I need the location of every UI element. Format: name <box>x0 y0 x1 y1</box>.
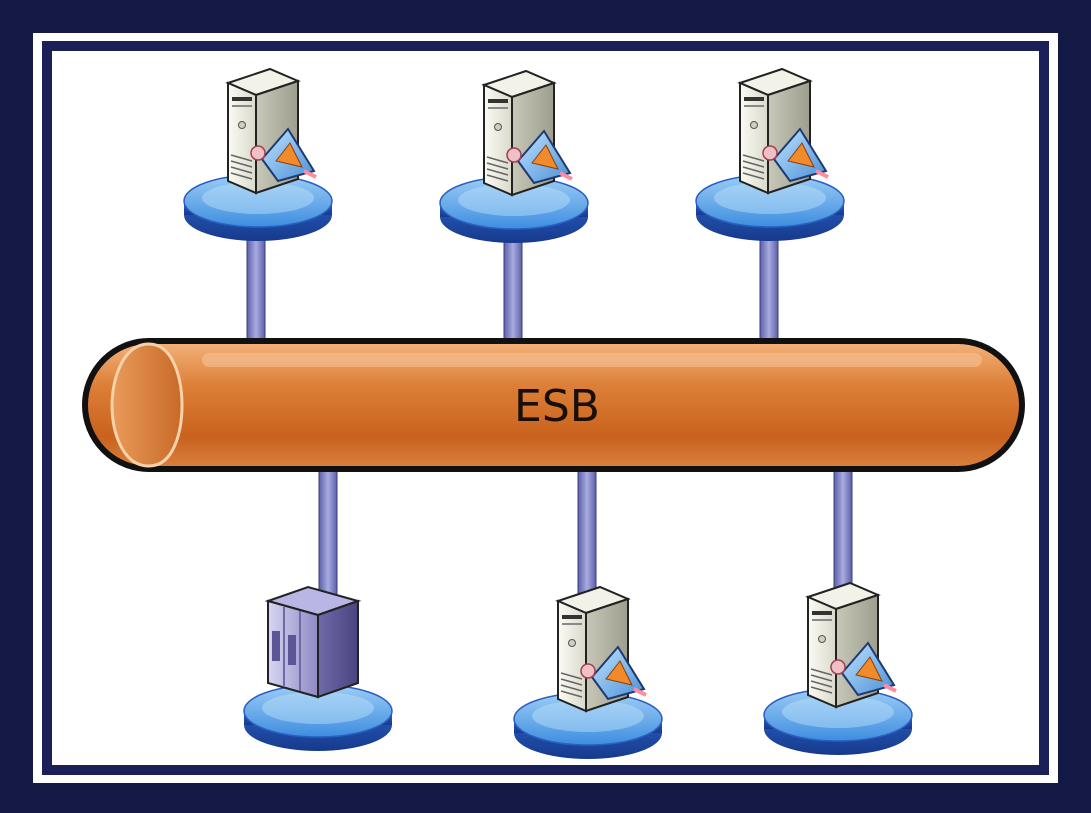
mainframe-icon <box>267 586 359 698</box>
bus-end-cap <box>110 342 184 468</box>
server-with-adapter-icon <box>482 69 574 197</box>
server-with-adapter-icon <box>738 67 830 195</box>
node-top-3 <box>695 67 845 242</box>
esb-diagram: ESB <box>82 67 1025 760</box>
diagram-canvas: ESB <box>52 51 1039 765</box>
node-top-2 <box>439 69 589 244</box>
server-with-adapter-icon <box>226 67 318 195</box>
node-bottom-1 <box>243 586 393 752</box>
server-with-adapter-icon <box>806 581 898 709</box>
node-bottom-2 <box>513 585 663 760</box>
bus-label: ESB <box>514 381 600 432</box>
server-with-adapter-icon <box>556 585 648 713</box>
node-bottom-3 <box>763 581 913 756</box>
node-top-1 <box>183 67 333 242</box>
esb-bus: ESB <box>82 338 1025 472</box>
